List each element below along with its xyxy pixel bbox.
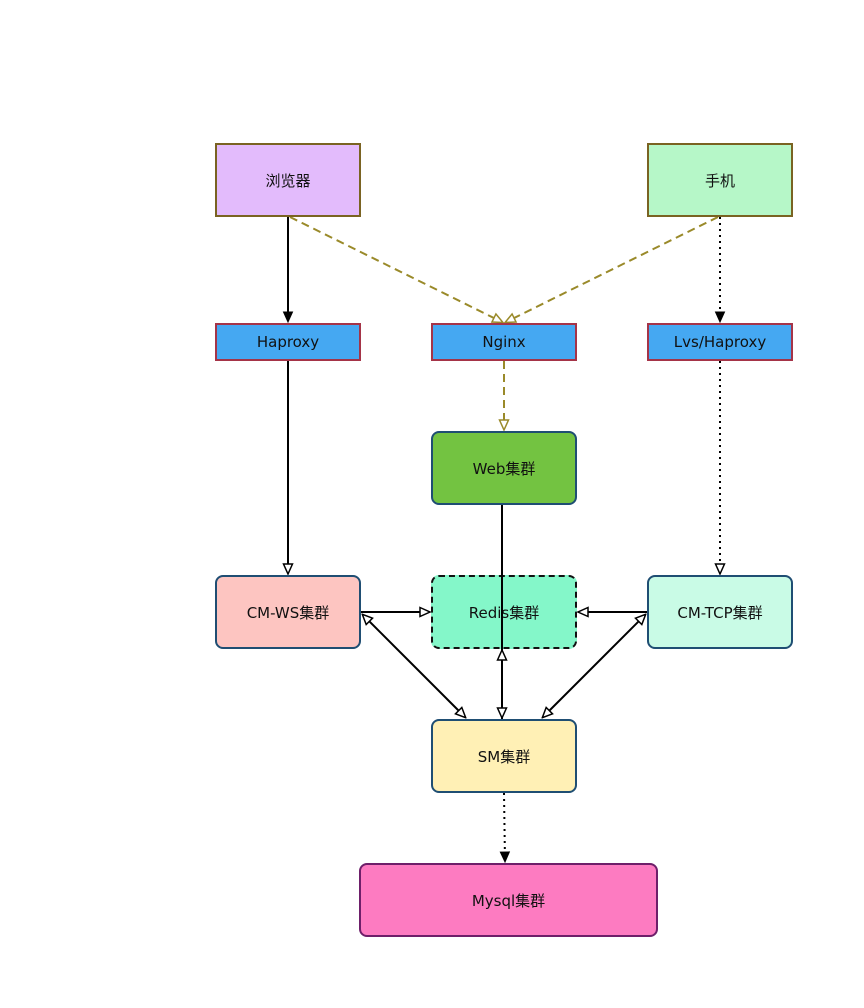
- node-haproxy-label: Haproxy: [256, 333, 320, 351]
- node-mysql-cluster-label: Mysql集群: [471, 891, 546, 910]
- node-cm-ws-cluster[interactable]: CM-WS集群: [215, 575, 361, 649]
- node-browser-label: 浏览器: [265, 171, 311, 190]
- node-mysql-cluster[interactable]: Mysql集群: [359, 863, 658, 937]
- node-web-cluster-label: Web集群: [472, 459, 536, 478]
- node-lvs-haproxy[interactable]: Lvs/Haproxy: [647, 323, 793, 361]
- node-redis-cluster[interactable]: Redis集群: [431, 575, 577, 649]
- node-browser[interactable]: 浏览器: [215, 143, 361, 217]
- node-lvs-haproxy-label: Lvs/Haproxy: [673, 333, 767, 351]
- node-haproxy[interactable]: Haproxy: [215, 323, 361, 361]
- node-nginx[interactable]: Nginx: [431, 323, 577, 361]
- node-phone[interactable]: 手机: [647, 143, 793, 217]
- node-cm-tcp-cluster[interactable]: CM-TCP集群: [647, 575, 793, 649]
- node-phone-label: 手机: [704, 171, 735, 190]
- node-sm-cluster[interactable]: SM集群: [431, 719, 577, 793]
- edge-sm-mysql: [504, 792, 505, 861]
- node-cm-ws-cluster-label: CM-WS集群: [246, 603, 330, 622]
- node-redis-cluster-label: Redis集群: [468, 603, 540, 622]
- node-nginx-label: Nginx: [482, 333, 526, 351]
- edge-phone-nginx: [506, 216, 719, 322]
- edge-browser-nginx: [289, 216, 502, 322]
- node-web-cluster[interactable]: Web集群: [431, 431, 577, 505]
- node-cm-tcp-cluster-label: CM-TCP集群: [677, 603, 763, 622]
- node-sm-cluster-label: SM集群: [477, 747, 531, 766]
